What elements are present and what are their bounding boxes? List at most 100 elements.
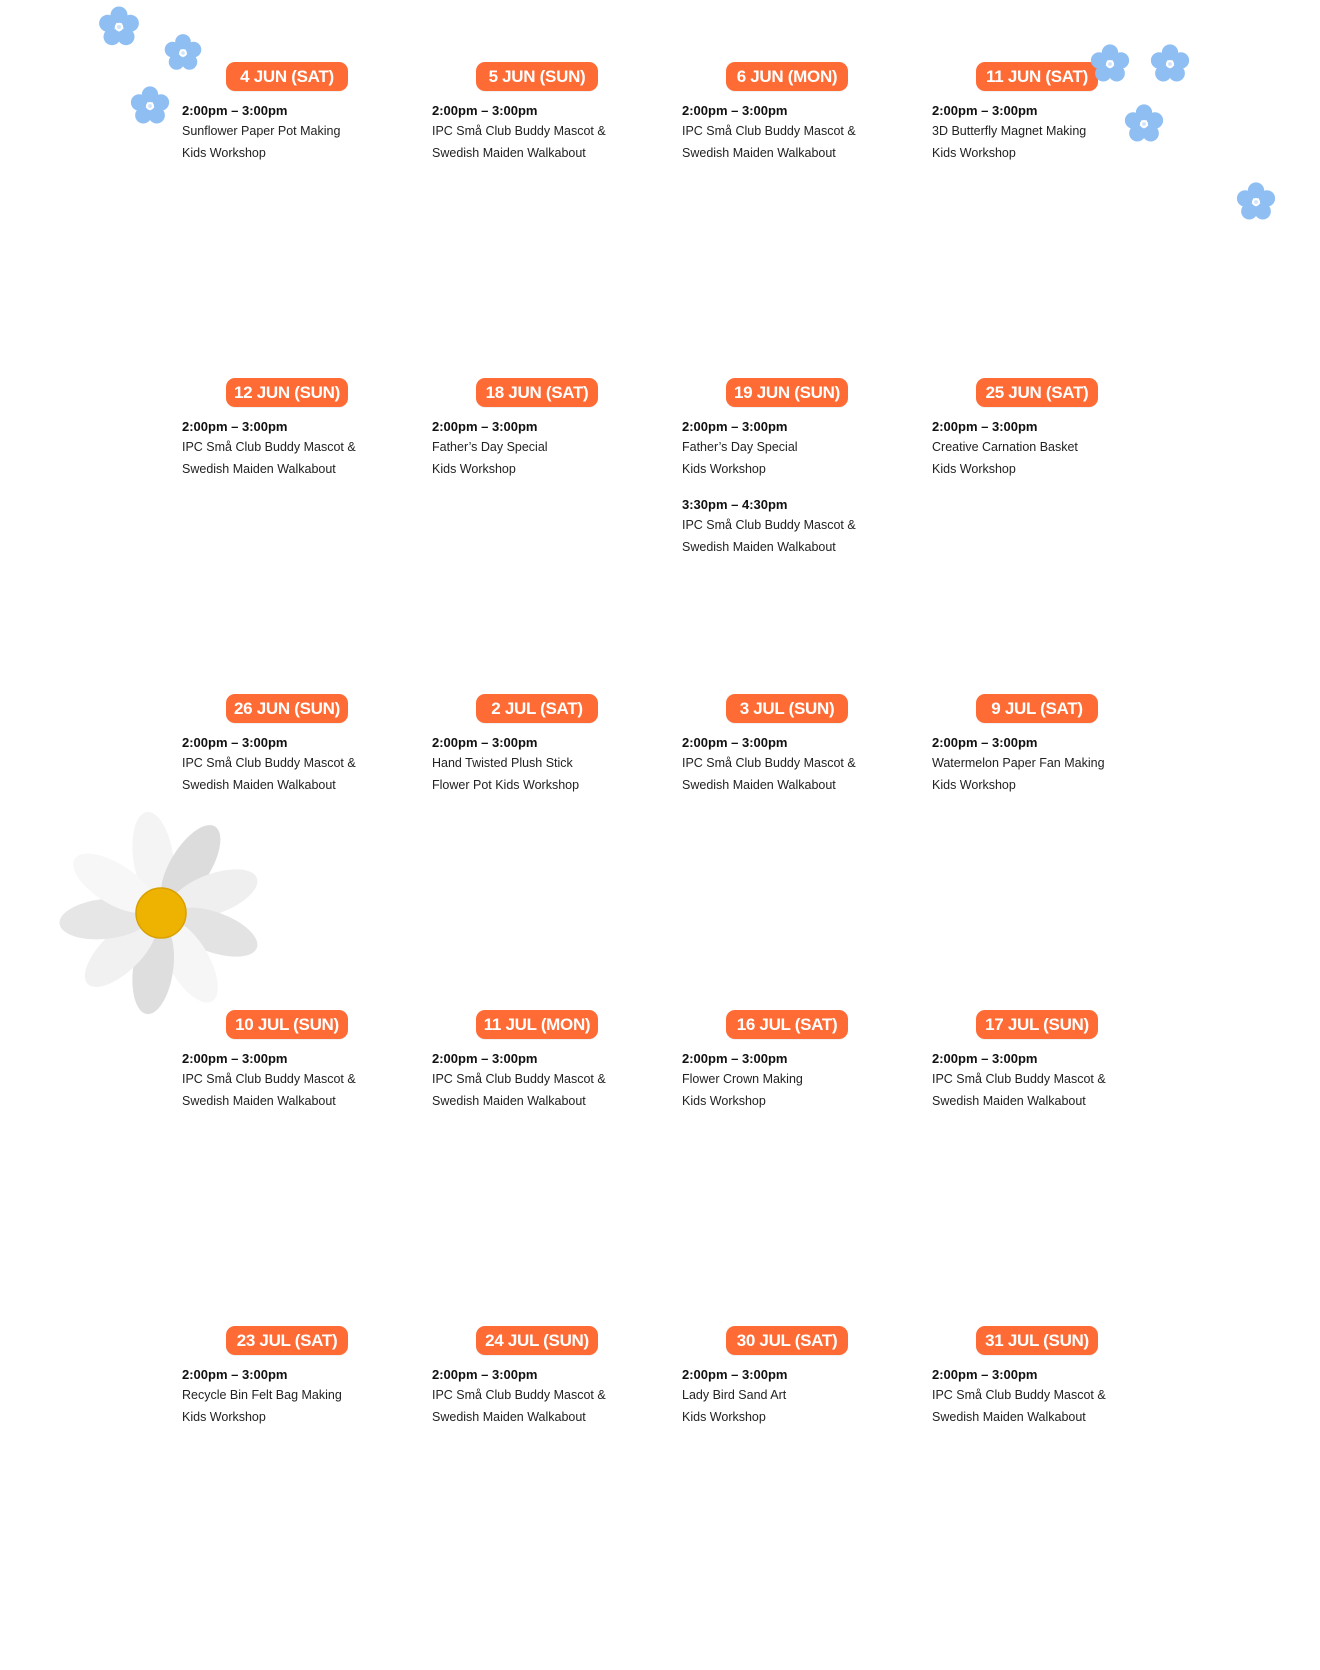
date-badge: 17 JUL (SUN) bbox=[976, 1010, 1098, 1039]
date-badge: 10 JUL (SUN) bbox=[226, 1010, 348, 1039]
event-title: IPC Små Club Buddy Mascot & Swedish Maid… bbox=[182, 440, 356, 476]
event-title: IPC Små Club Buddy Mascot & Swedish Maid… bbox=[432, 1388, 606, 1424]
event-title: Creative Carnation Basket Kids Workshop bbox=[932, 440, 1078, 476]
event-time: 2:00pm – 3:00pm bbox=[182, 1051, 288, 1066]
date-badge: 4 JUN (SAT) bbox=[226, 62, 348, 91]
forget-me-not-flower-icon bbox=[1150, 44, 1190, 82]
date-badge: 30 JUL (SAT) bbox=[726, 1326, 848, 1355]
event-title: IPC Små Club Buddy Mascot & Swedish Maid… bbox=[432, 1072, 606, 1108]
event-title: Hand Twisted Plush Stick Flower Pot Kids… bbox=[432, 756, 580, 792]
date-badge: 24 JUL (SUN) bbox=[476, 1326, 598, 1355]
event-title: Flower Crown Making Kids Workshop bbox=[682, 1072, 803, 1108]
event-slots: 2:00pm – 3:00pm 3D Butterfly Magnet Makin… bbox=[932, 102, 1162, 180]
event-title: IPC Små Club Buddy Mascot & Swedish Maid… bbox=[182, 756, 356, 792]
white-daisy-flower-icon bbox=[59, 811, 258, 1015]
event-title: Sunflower Paper Pot Making Kids Workshop bbox=[182, 124, 341, 160]
date-badge: 9 JUL (SAT) bbox=[976, 694, 1098, 723]
event-title: IPC Små Club Buddy Mascot & Swedish Maid… bbox=[682, 518, 856, 554]
event-time: 2:00pm – 3:00pm bbox=[932, 735, 1038, 750]
event-title: IPC Små Club Buddy Mascot & Swedish Maid… bbox=[932, 1388, 1106, 1424]
event-time: 2:00pm – 3:00pm bbox=[182, 735, 288, 750]
event-time: 2:00pm – 3:00pm bbox=[182, 103, 288, 118]
event-title: IPC Små Club Buddy Mascot & Swedish Maid… bbox=[432, 124, 606, 160]
forget-me-not-flower-icon bbox=[164, 34, 202, 70]
date-badge: 25 JUN (SAT) bbox=[976, 378, 1098, 407]
event-title: Lady Bird Sand Art Kids Workshop bbox=[682, 1388, 787, 1424]
date-badge: 5 JUN (SUN) bbox=[476, 62, 598, 91]
event-title: IPC Små Club Buddy Mascot & Swedish Maid… bbox=[682, 756, 856, 792]
date-badge: 11 JUN (SAT) bbox=[976, 62, 1098, 91]
event-time: 2:00pm – 3:00pm bbox=[682, 735, 788, 750]
event-time: 2:00pm – 3:00pm bbox=[182, 419, 288, 434]
event-title: Watermelon Paper Fan Making Kids Worksho… bbox=[932, 756, 1105, 792]
forget-me-not-flower-icon bbox=[130, 86, 170, 124]
event-time: 2:00pm – 3:00pm bbox=[432, 419, 538, 434]
forget-me-not-flower-icon bbox=[99, 6, 139, 46]
forget-me-not-flower-icon bbox=[1236, 182, 1276, 220]
event-time: 2:00pm – 3:00pm bbox=[932, 1367, 1038, 1382]
event-title: Recycle Bin Felt Bag Making Kids Worksho… bbox=[182, 1388, 342, 1424]
event-title: IPC Små Club Buddy Mascot & Swedish Maid… bbox=[932, 1072, 1106, 1108]
event-time: 2:00pm – 3:00pm bbox=[682, 103, 788, 118]
date-badge: 3 JUL (SUN) bbox=[726, 694, 848, 723]
event-time: 2:00pm – 3:00pm bbox=[682, 1367, 788, 1382]
date-badge: 11 JUL (MON) bbox=[476, 1010, 598, 1039]
date-badge: 31 JUL (SUN) bbox=[976, 1326, 1098, 1355]
event-time: 2:00pm – 3:00pm bbox=[432, 103, 538, 118]
date-badge: 16 JUL (SAT) bbox=[726, 1010, 848, 1039]
forget-me-not-flower-icon bbox=[1090, 44, 1130, 82]
event-time: 2:00pm – 3:00pm bbox=[682, 419, 788, 434]
event-time: 2:00pm – 3:00pm bbox=[932, 103, 1038, 118]
date-badge: 23 JUL (SAT) bbox=[226, 1326, 348, 1355]
event-time: 2:00pm – 3:00pm bbox=[432, 1051, 538, 1066]
event-title: 3D Butterfly Magnet Making Kids Workshop bbox=[932, 124, 1087, 160]
event-time: 2:00pm – 3:00pm bbox=[682, 1051, 788, 1066]
date-badge: 12 JUN (SUN) bbox=[226, 378, 348, 407]
date-badge: 2 JUL (SAT) bbox=[476, 694, 598, 723]
date-badge: 19 JUN (SUN) bbox=[726, 378, 848, 407]
event-title: Father’s Day Special Kids Workshop bbox=[432, 440, 548, 476]
event-time: 2:00pm – 3:00pm bbox=[182, 1367, 288, 1382]
forget-me-not-flower-icon bbox=[1124, 104, 1164, 142]
date-badge: 18 JUN (SAT) bbox=[476, 378, 598, 407]
event-title: IPC Små Club Buddy Mascot & Swedish Maid… bbox=[182, 1072, 356, 1108]
event-time: 2:00pm – 3:00pm bbox=[932, 419, 1038, 434]
date-badge: 6 JUN (MON) bbox=[726, 62, 848, 91]
